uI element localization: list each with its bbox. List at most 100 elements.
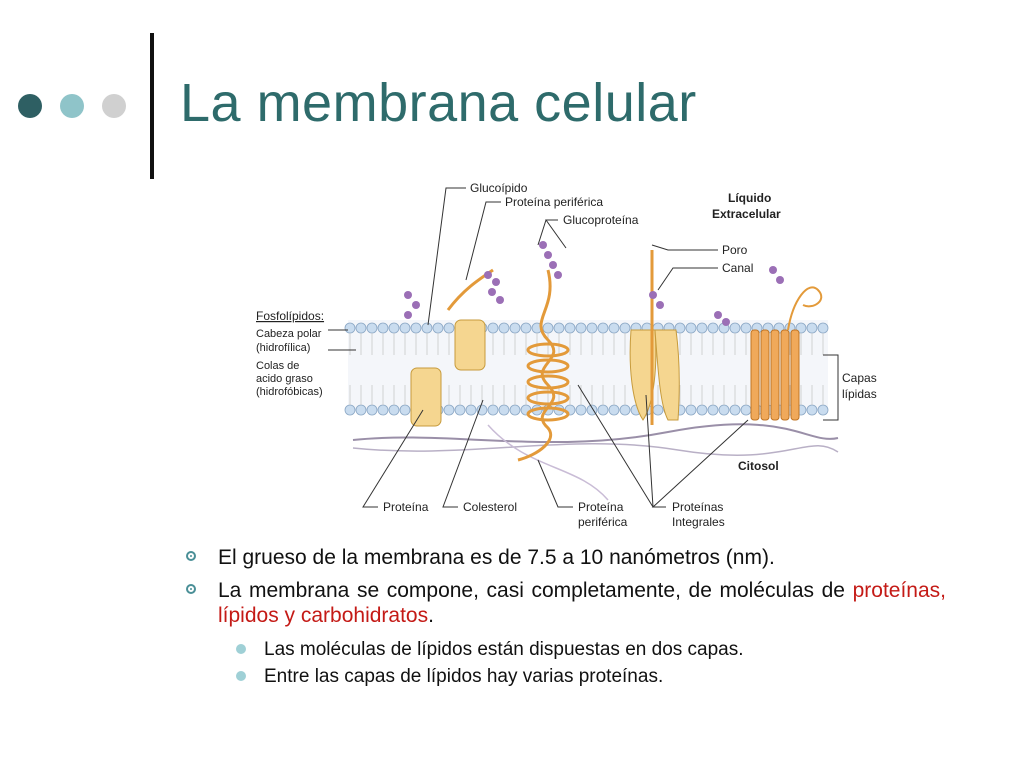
bullet-ring-icon bbox=[186, 584, 196, 594]
phospholipid-head bbox=[421, 322, 433, 334]
phospholipid-head bbox=[729, 322, 741, 334]
phospholipid-head bbox=[696, 322, 708, 334]
phospholipid-head bbox=[597, 404, 609, 416]
bullet-list: El grueso de la membrana es de 7.5 a 10 … bbox=[186, 545, 946, 690]
phospholipid-head bbox=[597, 322, 609, 334]
phospholipid-head bbox=[443, 322, 455, 334]
phospholipid-head bbox=[817, 322, 829, 334]
subbullet-item-2: Entre las capas de lípidos hay varias pr… bbox=[186, 663, 946, 690]
phospholipid-head bbox=[707, 404, 719, 416]
label-proteina: Proteína bbox=[383, 500, 429, 514]
bullet-ring-icon bbox=[186, 551, 196, 561]
phospholipid-head bbox=[454, 404, 466, 416]
phospholipid-head bbox=[366, 404, 378, 416]
phospholipid-head bbox=[388, 322, 400, 334]
phospholipid-head bbox=[718, 404, 730, 416]
phospholipid-head bbox=[608, 322, 620, 334]
phospholipid-head bbox=[619, 322, 631, 334]
bullet-2-text: La membrana se compone, casi completamen… bbox=[218, 579, 853, 602]
label-poro: Poro bbox=[722, 243, 748, 257]
phospholipid-head bbox=[509, 322, 521, 334]
label-glucolipido: Glucoípido bbox=[470, 181, 528, 195]
phospholipid-head bbox=[344, 404, 356, 416]
phospholipid-head bbox=[564, 322, 576, 334]
phospholipid-head bbox=[586, 322, 598, 334]
label-capas-1: Capas bbox=[842, 371, 877, 385]
label-citosol: Citosol bbox=[738, 459, 779, 473]
bullet-2-highlight: proteínas, lípidos y carbohidratos bbox=[218, 579, 946, 627]
phospholipid-head bbox=[399, 404, 411, 416]
phospholipid-head bbox=[729, 404, 741, 416]
label-capas-2: lípidas bbox=[842, 387, 877, 401]
label-colas-1: Colas de bbox=[256, 360, 299, 372]
subbullet-dot-icon bbox=[236, 671, 246, 681]
integral-channel-bundle bbox=[750, 329, 800, 421]
label-liquido-2: Extracelular bbox=[712, 207, 781, 221]
bullet-1-text: El grueso de la membrana es de 7.5 a 10 … bbox=[218, 546, 775, 569]
phospholipid-head bbox=[806, 404, 818, 416]
header-dot-light bbox=[102, 94, 126, 118]
phospholipid-head bbox=[806, 322, 818, 334]
phospholipid-head bbox=[487, 404, 499, 416]
label-colesterol: Colesterol bbox=[463, 500, 517, 514]
membrane-diagram: Glucoípido Proteína periférica Glucoprot… bbox=[256, 181, 877, 529]
label-liquido-1: Líquido bbox=[728, 191, 771, 205]
phospholipid-head bbox=[344, 322, 356, 334]
phospholipid-head bbox=[509, 404, 521, 416]
phospholipid-head bbox=[553, 322, 565, 334]
subbullet-dot-icon bbox=[236, 644, 246, 654]
phospholipid-head bbox=[432, 322, 444, 334]
label-fosfolipidos: Fosfolípidos: bbox=[256, 309, 324, 323]
phospholipid-head bbox=[685, 404, 697, 416]
phospholipid-head bbox=[355, 404, 367, 416]
integral-protein-shape bbox=[410, 367, 442, 427]
phospholipid-head bbox=[608, 404, 620, 416]
phospholipid-head bbox=[696, 404, 708, 416]
top-phospholipid-heads bbox=[344, 322, 829, 334]
subbullet-1-text: Las moléculas de lípidos están dispuesta… bbox=[264, 639, 744, 660]
phospholipid-head bbox=[707, 322, 719, 334]
phospholipid-head bbox=[476, 404, 488, 416]
phospholipid-head bbox=[377, 322, 389, 334]
phospholipid-head bbox=[443, 404, 455, 416]
header-dot-mid bbox=[60, 94, 84, 118]
label-glucoproteina: Glucoproteína bbox=[563, 213, 639, 227]
bullet-item-2: La membrana se compone, casi completamen… bbox=[186, 578, 946, 628]
phospholipid-head bbox=[575, 404, 587, 416]
phospholipid-head bbox=[366, 322, 378, 334]
phospholipid-head bbox=[498, 322, 510, 334]
glycoprotein-helix bbox=[517, 269, 556, 462]
phospholipid-head bbox=[542, 322, 554, 334]
phospholipid-head bbox=[740, 404, 752, 416]
phospholipid-head bbox=[817, 404, 829, 416]
title-divider bbox=[150, 33, 154, 179]
phospholipid-head bbox=[355, 322, 367, 334]
phospholipid-head bbox=[410, 322, 422, 334]
label-cabeza-1: Cabeza polar bbox=[256, 328, 322, 340]
phospholipid-head bbox=[465, 404, 477, 416]
subbullet-item-1: Las moléculas de lípidos están dispuesta… bbox=[186, 636, 946, 663]
phospholipid-head bbox=[619, 404, 631, 416]
label-proteinas-integrales-1: Proteínas bbox=[672, 500, 723, 514]
phospholipid-head bbox=[498, 404, 510, 416]
phospholipid-head bbox=[399, 322, 411, 334]
peripheral-protein-shape bbox=[454, 319, 486, 371]
phospholipid-head bbox=[575, 322, 587, 334]
slide-title: La membrana celular bbox=[180, 73, 697, 133]
header-dot-dark bbox=[18, 94, 42, 118]
bullet-item-1: El grueso de la membrana es de 7.5 a 10 … bbox=[186, 545, 946, 570]
label-colas-2: acido graso bbox=[256, 373, 313, 385]
phospholipid-head bbox=[520, 322, 532, 334]
subbullet-2-text: Entre las capas de lípidos hay varias pr… bbox=[264, 666, 664, 687]
phospholipid-head bbox=[388, 404, 400, 416]
label-proteina-periferica-2: periférica bbox=[578, 515, 628, 529]
label-proteina-periferica-1: Proteína bbox=[578, 500, 624, 514]
phospholipid-head bbox=[377, 404, 389, 416]
phospholipid-head bbox=[652, 404, 664, 416]
phospholipid-head bbox=[487, 322, 499, 334]
bullet-2-end: . bbox=[428, 604, 434, 627]
label-colas-3: (hidrofóbicas) bbox=[256, 386, 323, 398]
pore-protein-shape bbox=[629, 329, 657, 421]
label-proteinas-integrales-2: Integrales bbox=[672, 515, 725, 529]
phospholipid-head bbox=[740, 322, 752, 334]
